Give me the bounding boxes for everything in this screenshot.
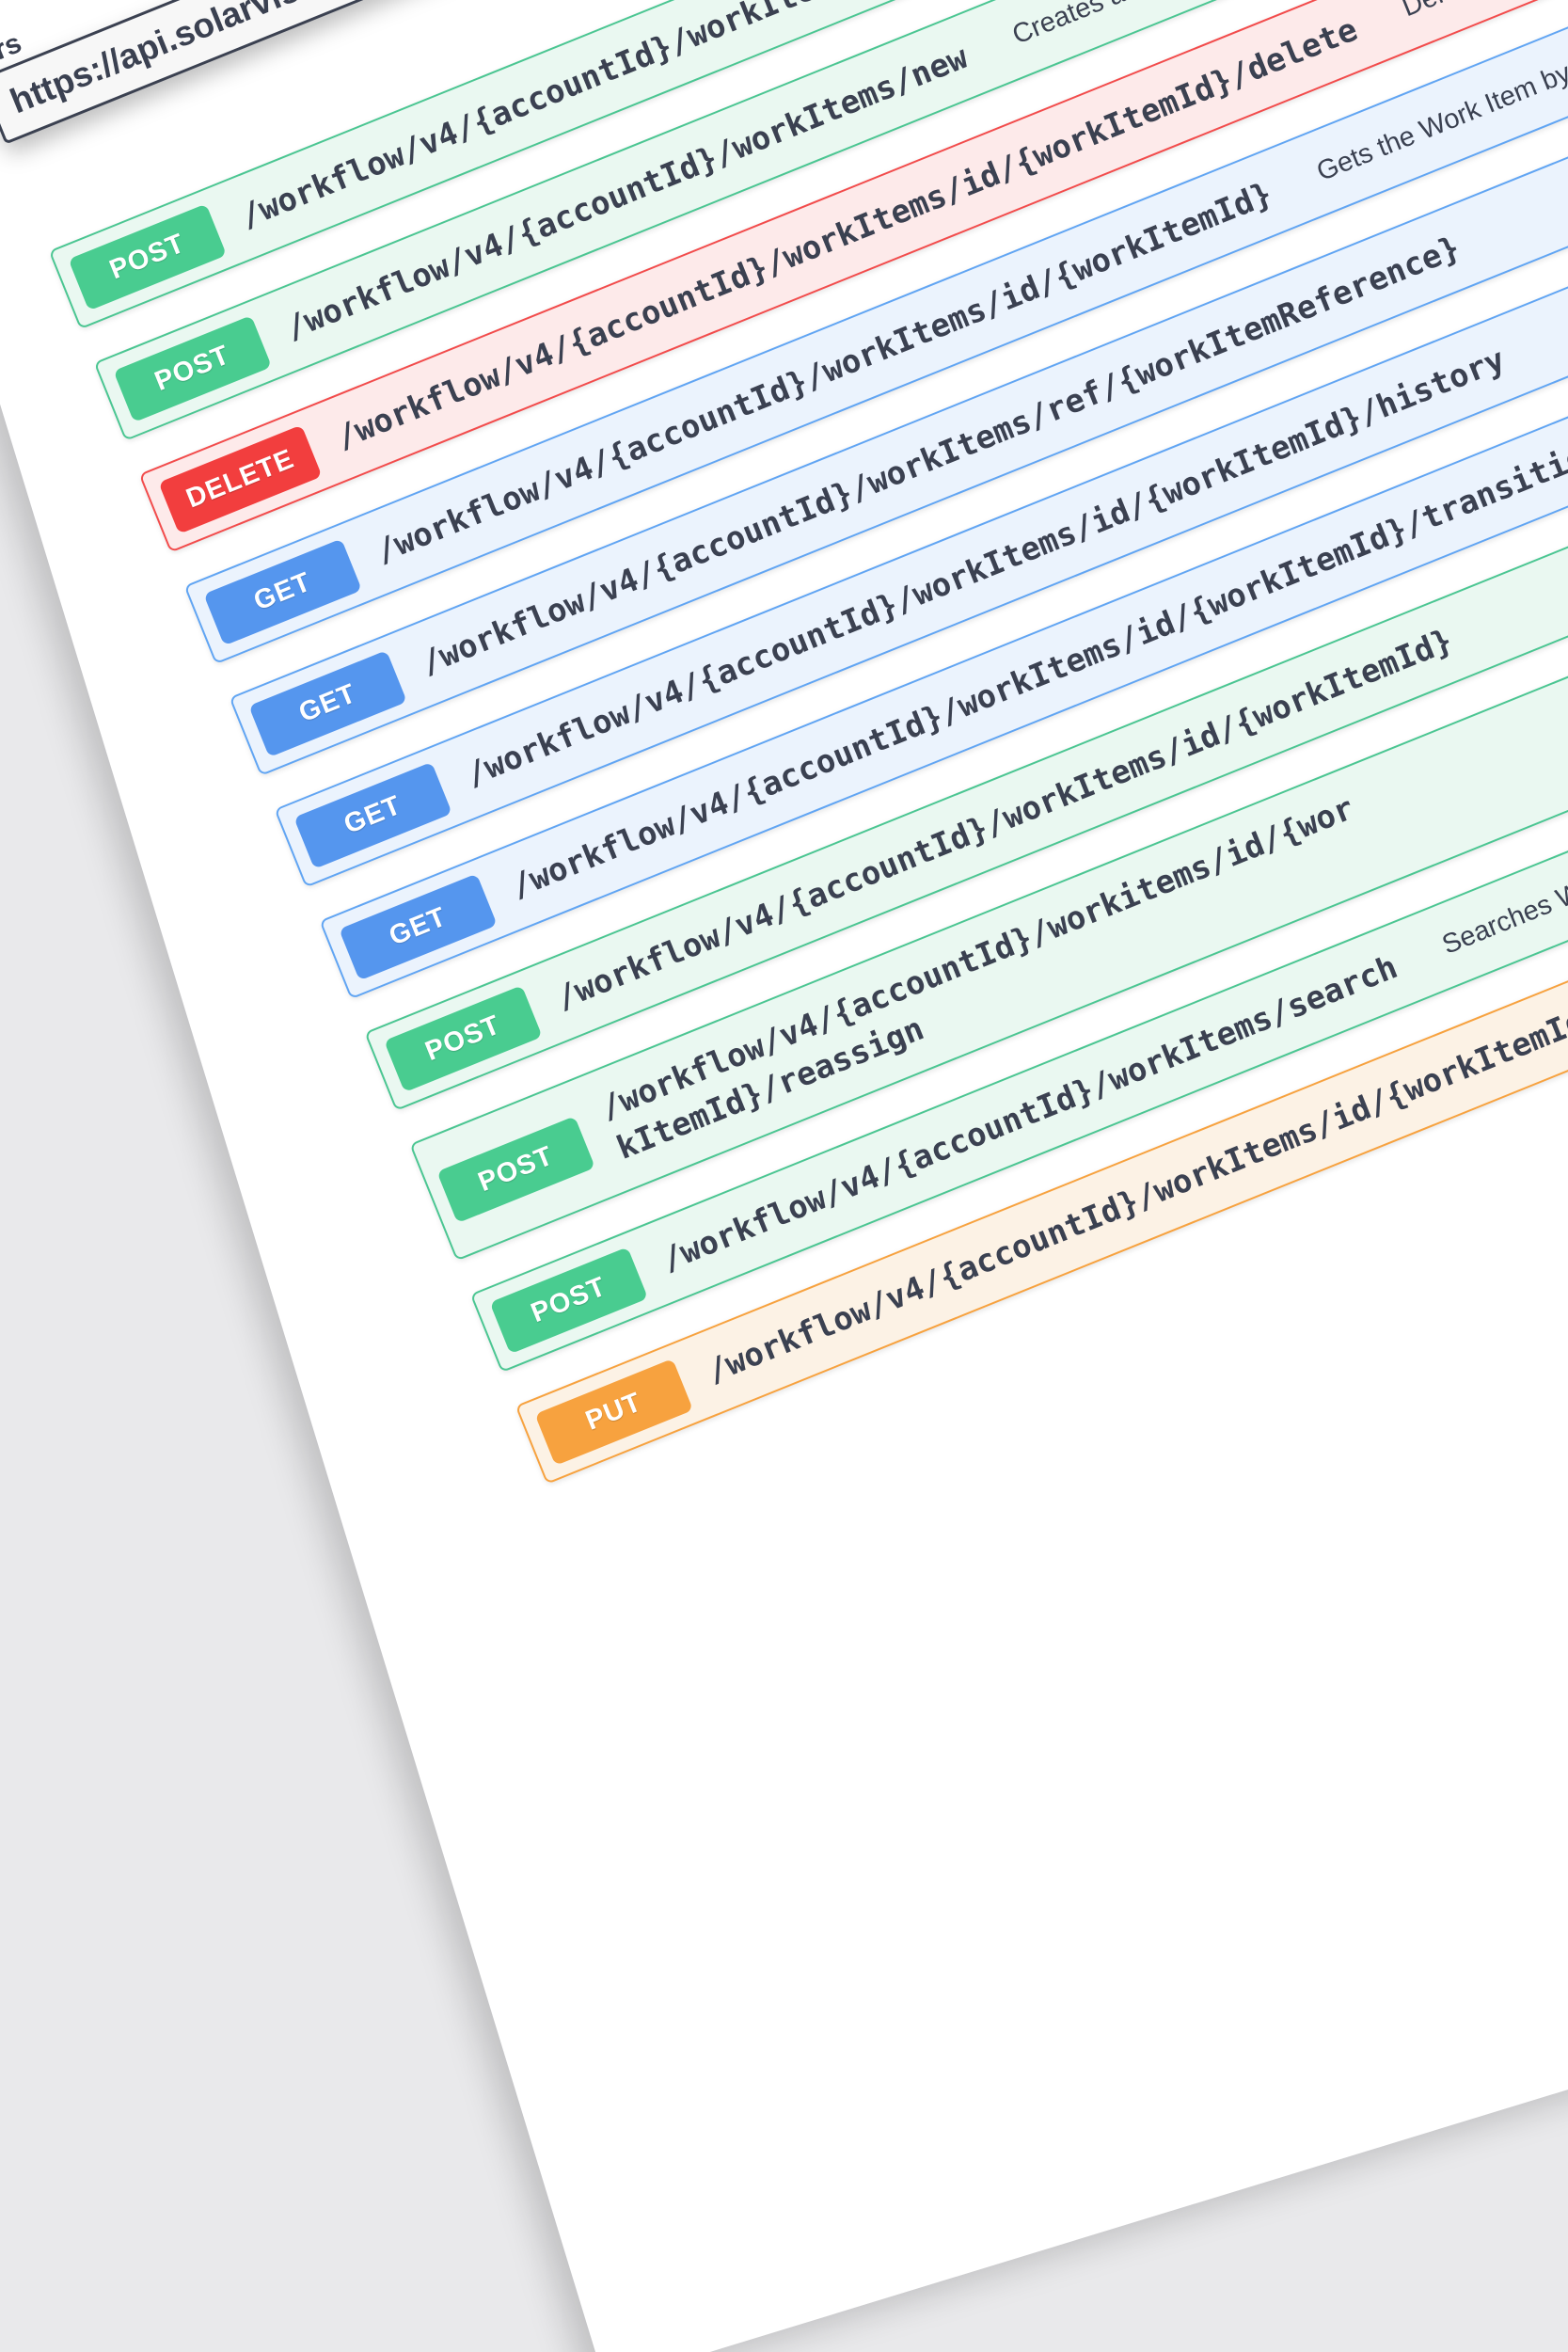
method-badge: GET	[248, 649, 407, 757]
method-badge: PUT	[534, 1358, 693, 1466]
method-badge: GET	[293, 761, 452, 869]
method-badge: POST	[113, 314, 272, 422]
endpoint-description: Deletes the Work Item	[1398, 0, 1568, 24]
method-badge: POST	[489, 1246, 648, 1354]
method-badge: GET	[338, 873, 498, 980]
method-badge: GET	[203, 538, 362, 645]
method-badge: POST	[68, 202, 227, 310]
method-badge: POST	[383, 984, 543, 1092]
method-badge: POST	[436, 1115, 595, 1223]
method-badge: DELETE	[158, 423, 323, 534]
server-url-value: https://api.solarvista.com	[5, 0, 409, 121]
